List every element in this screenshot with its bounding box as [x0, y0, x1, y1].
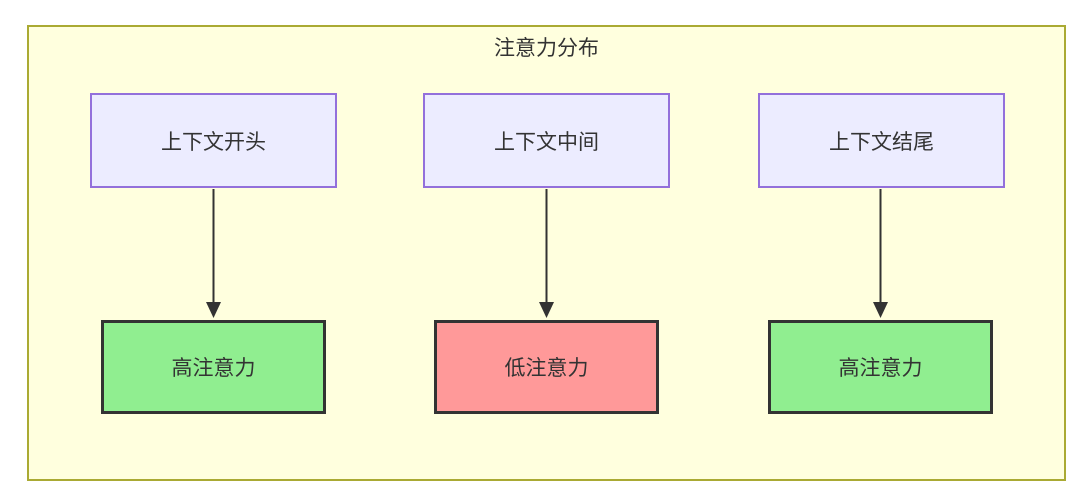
- node-label: 低注意力: [504, 356, 589, 380]
- node-label: 高注意力: [171, 356, 256, 380]
- node-label: 上下文结尾: [829, 129, 934, 154]
- node-label: 上下文中间: [494, 129, 599, 154]
- node-context-middle: 上下文中间: [423, 93, 670, 188]
- node-label: 上下文开头: [161, 129, 266, 154]
- node-high-attention-left: 高注意力: [101, 320, 326, 414]
- node-context-end: 上下文结尾: [758, 93, 1005, 188]
- diagram-title: 注意力分布: [494, 36, 599, 60]
- node-high-attention-right: 高注意力: [768, 320, 993, 414]
- node-low-attention: 低注意力: [434, 320, 659, 414]
- node-context-start: 上下文开头: [90, 93, 337, 188]
- node-label: 高注意力: [838, 356, 923, 380]
